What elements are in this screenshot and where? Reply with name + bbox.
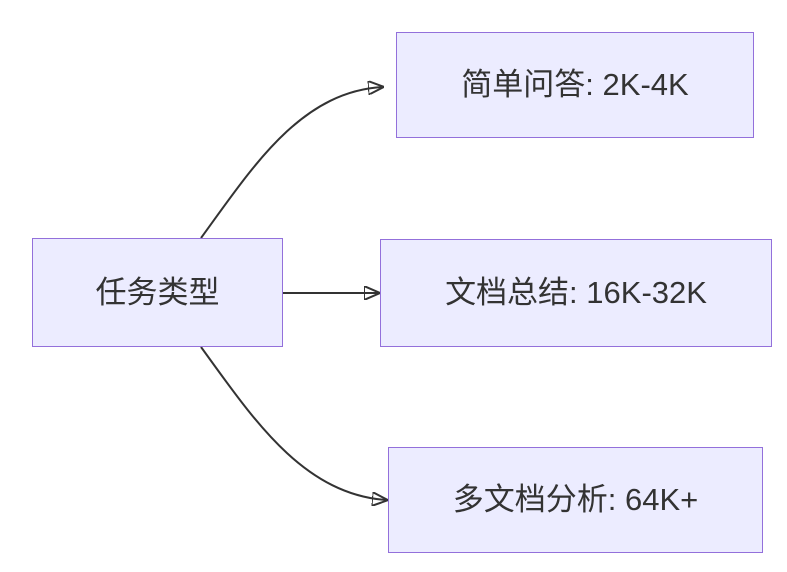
node-task-type: 任务类型 bbox=[32, 238, 283, 347]
edge-root-to-multi-doc bbox=[200, 346, 386, 500]
node-doc-summary: 文档总结: 16K-32K bbox=[380, 239, 772, 347]
node-simple-qa: 简单问答: 2K-4K bbox=[396, 32, 754, 138]
node-task-type-label: 任务类型 bbox=[95, 274, 220, 310]
node-multi-doc: 多文档分析: 64K+ bbox=[388, 447, 763, 553]
node-simple-qa-label: 简单问答: 2K-4K bbox=[461, 67, 689, 103]
edge-root-to-simple-qa bbox=[200, 87, 382, 239]
node-doc-summary-label: 文档总结: 16K-32K bbox=[445, 275, 707, 311]
node-multi-doc-label: 多文档分析: 64K+ bbox=[452, 482, 699, 518]
